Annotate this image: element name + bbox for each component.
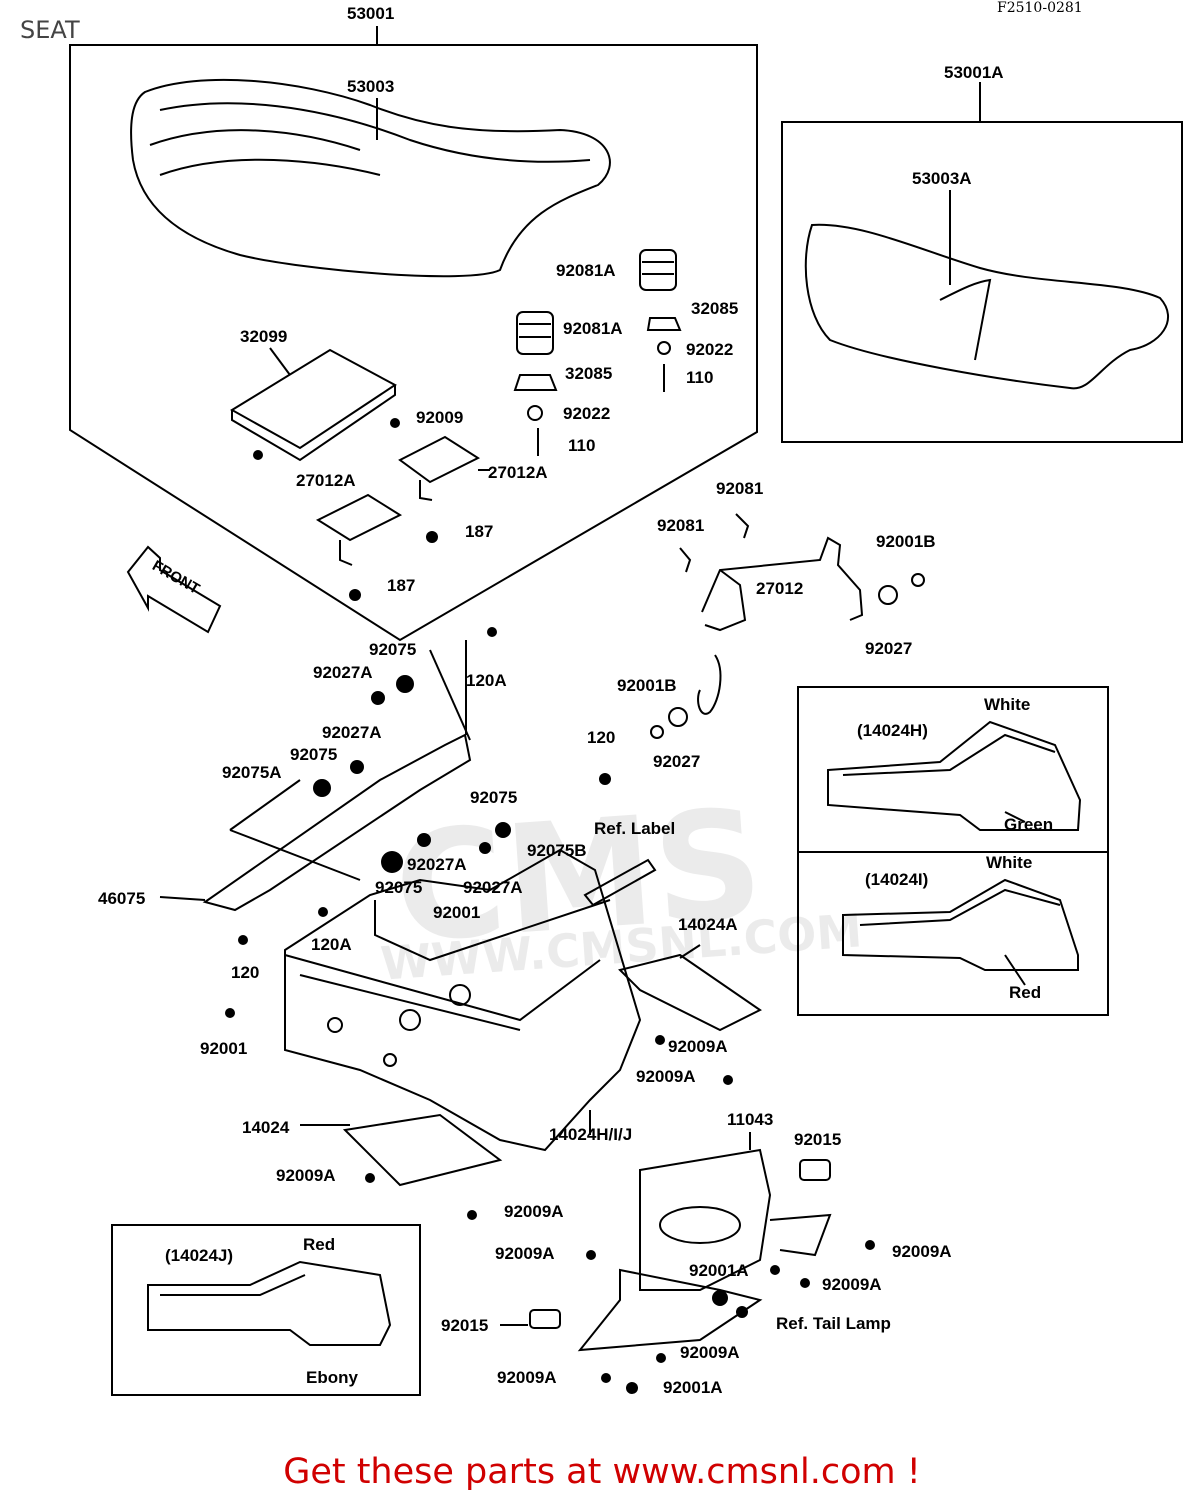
label-110-1: 110 <box>686 368 714 387</box>
label-14024: 14024 <box>242 1118 290 1137</box>
label-53003A: 53003A <box>912 169 972 188</box>
label-92081-2: 92081 <box>657 516 705 535</box>
label-120-2: 120 <box>231 963 260 982</box>
label-32085-1: 32085 <box>691 299 739 318</box>
label-11043: 11043 <box>727 1110 774 1129</box>
label-92001-1: 92001 <box>433 903 481 922</box>
label-92027-1: 92027 <box>865 639 913 658</box>
damper-92081A-lower <box>516 311 554 355</box>
label-green: Green <box>1004 815 1054 834</box>
bracket-27012A-right <box>398 435 481 484</box>
label-92081-1: 92081 <box>716 479 764 498</box>
label-32099: 32099 <box>240 327 288 346</box>
seat-53003-outline <box>130 78 611 278</box>
label-92081A-2: 92081A <box>563 319 623 338</box>
label-32085-2: 32085 <box>565 364 613 383</box>
variant-box-J <box>111 1224 421 1396</box>
label-white-2: White <box>986 853 1033 872</box>
plate-14024A <box>618 953 762 1032</box>
plate-14024 <box>342 1113 503 1187</box>
label-92027A-3: 92027A <box>407 855 467 874</box>
label-120A-1: 120A <box>466 671 507 690</box>
label-92027A-2: 92027A <box>322 723 382 742</box>
label-white-1: White <box>984 695 1031 714</box>
label-92001A-2: 92001A <box>663 1378 723 1397</box>
label-92001-2: 92001 <box>200 1039 248 1058</box>
page-title: SEAT <box>20 16 80 44</box>
label-92009: 92009 <box>416 408 464 427</box>
label-14024HIJ: 14024H/I/J <box>549 1125 633 1144</box>
seat-53003A-outline <box>804 223 1170 390</box>
label-92001B-1: 92001B <box>876 532 936 551</box>
label-92009A-3: 92009A <box>276 1166 336 1185</box>
label-110-2: 110 <box>568 436 596 455</box>
label-187-2: 187 <box>387 576 416 595</box>
label-red-1: Red <box>1009 983 1042 1002</box>
label-92009A-5: 92009A <box>495 1244 555 1263</box>
label-92009A-8: 92009A <box>680 1343 740 1362</box>
label-92027A-4: 92027A <box>463 878 523 897</box>
assembly-frame-53001 <box>69 44 758 642</box>
label-14024H: (14024H) <box>857 721 928 740</box>
grab-rail-46075 <box>202 733 472 912</box>
label-120A-2: 120A <box>311 935 352 954</box>
label-92075-4: 92075 <box>375 878 423 897</box>
label-92009A-9: 92009A <box>497 1368 557 1387</box>
bracket-27012A-left <box>315 493 403 542</box>
label-92075-3: 92075 <box>470 788 518 807</box>
label-14024I: (14024I) <box>865 870 929 889</box>
label-53003: 53003 <box>347 77 395 96</box>
rubber-32085-upper <box>646 317 682 331</box>
rubber-32085-lower <box>513 374 558 391</box>
label-46075: 46075 <box>98 889 146 908</box>
label-92027-2: 92027 <box>653 752 701 771</box>
label-14024J: (14024J) <box>165 1246 234 1265</box>
label-92015-2: 92015 <box>441 1316 489 1335</box>
drawing-code: F2510-0281 <box>997 0 1083 16</box>
label-14024A: 14024A <box>678 915 738 934</box>
label-ref-label: Ref. Label <box>594 819 676 838</box>
label-92009A-4: 92009A <box>504 1202 564 1221</box>
variant-box-I <box>797 851 1109 1016</box>
label-92001B-2: 92001B <box>617 676 677 695</box>
label-92009A-2: 92009A <box>636 1067 696 1086</box>
label-92075A: 92075A <box>222 763 282 782</box>
footer-cta-link[interactable]: Get these parts at www.cmsnl.com ! <box>283 1452 921 1492</box>
label-92075-2: 92075 <box>290 745 338 764</box>
label-27012: 27012 <box>756 579 804 598</box>
ref-label-strip <box>583 858 657 907</box>
assembly-frame-53001A <box>781 121 1183 443</box>
label-53001: 53001 <box>347 4 395 23</box>
label-92075-1: 92075 <box>369 640 417 659</box>
label-ebony: Ebony <box>306 1368 358 1387</box>
label-53001A: 53001A <box>944 63 1004 82</box>
label-92022-1: 92022 <box>686 340 734 359</box>
front-arrow-shape <box>126 545 222 634</box>
bracket-11043 <box>639 1148 772 1291</box>
label-92022-2: 92022 <box>563 404 611 423</box>
label-27012A-2: 27012A <box>488 463 548 482</box>
label-ref-tail-lamp: Ref. Tail Lamp <box>776 1314 891 1333</box>
label-92081A-1: 92081A <box>556 261 616 280</box>
label-red-2: Red <box>303 1235 336 1254</box>
label-92009A-6: 92009A <box>892 1242 952 1261</box>
label-92009A-7: 92009A <box>822 1275 882 1294</box>
label-92009A-1: 92009A <box>668 1037 728 1056</box>
label-187-1: 187 <box>465 522 494 541</box>
label-92075B: 92075B <box>527 841 587 860</box>
label-92027A-1: 92027A <box>313 663 373 682</box>
tail-cover-14024HIJ <box>284 848 642 1152</box>
latch-27012 <box>701 536 864 621</box>
label-92001A-1: 92001A <box>689 1261 749 1280</box>
label-120-1: 120 <box>587 728 616 747</box>
label-27012A-1: 27012A <box>296 471 356 490</box>
damper-92081A-upper <box>639 249 677 291</box>
label-92015-1: 92015 <box>794 1130 842 1149</box>
